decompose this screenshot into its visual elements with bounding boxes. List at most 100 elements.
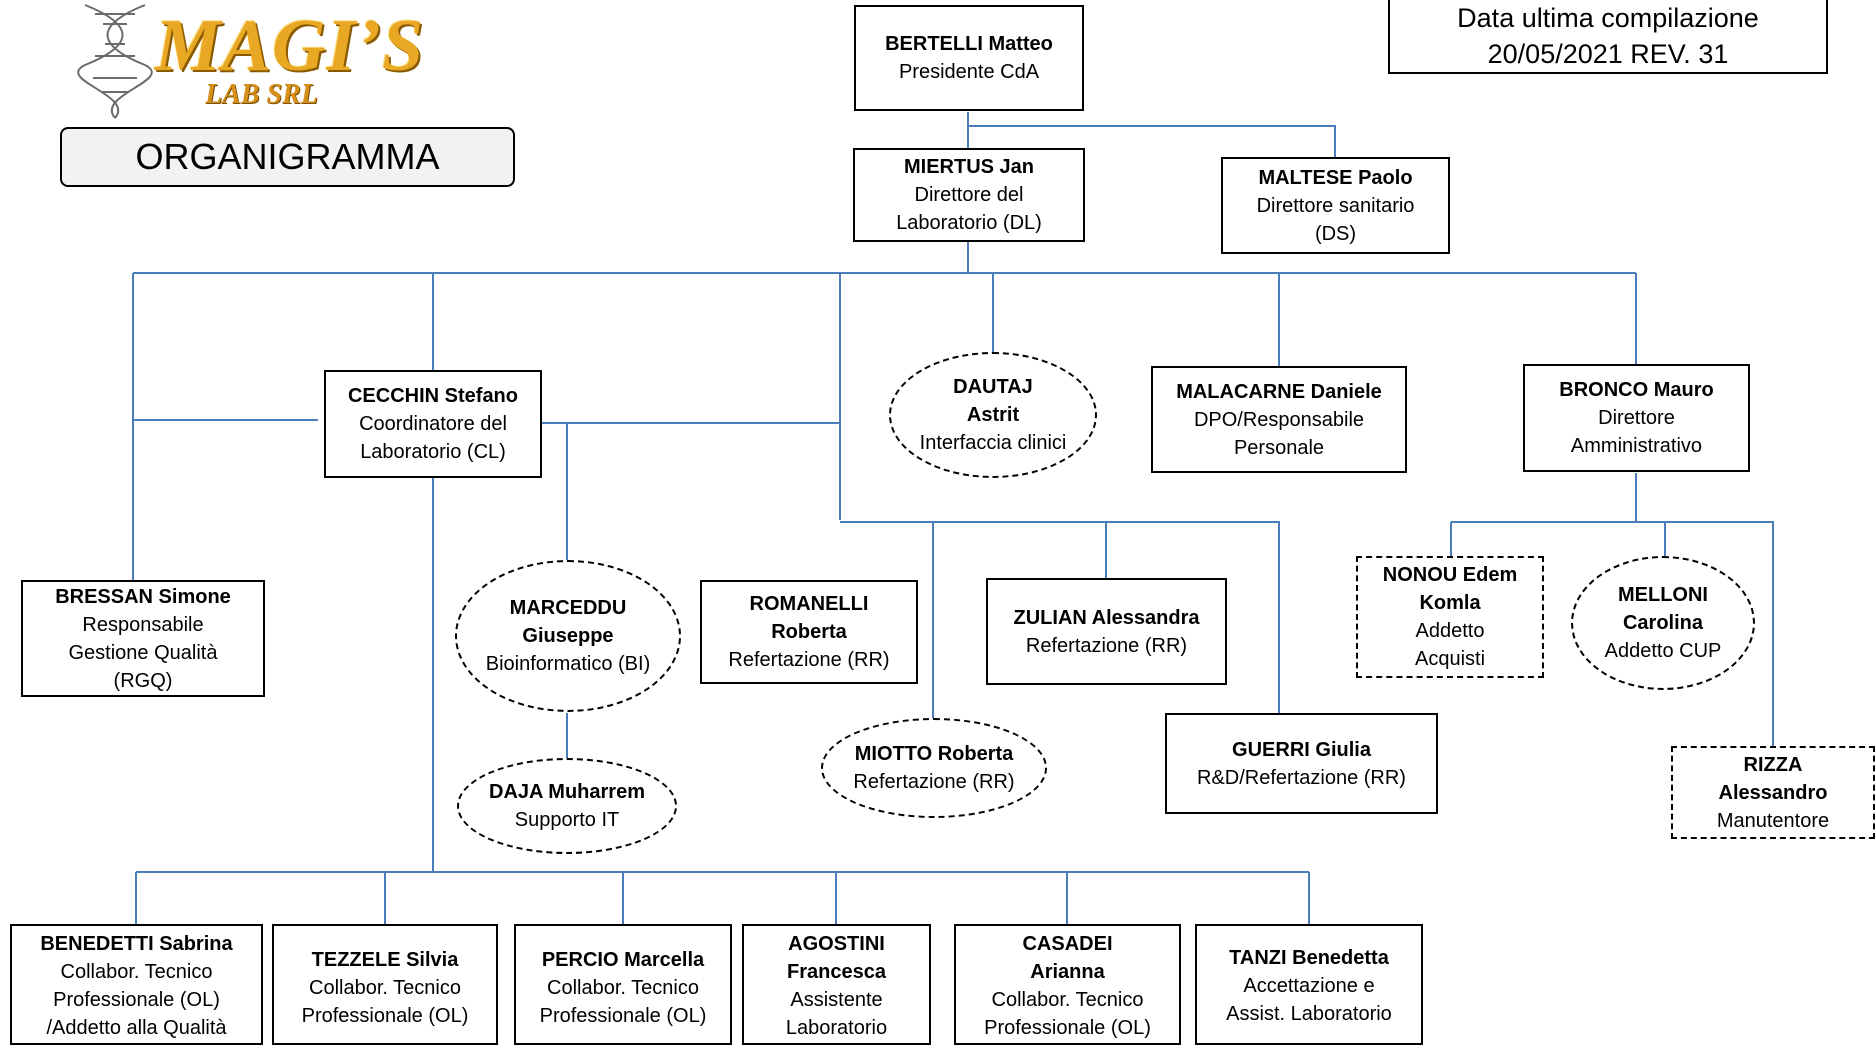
node-name: MELLONI: [1618, 584, 1708, 606]
node-name: GUERRI Giulia: [1232, 738, 1371, 761]
node-role: Collabor. Tecnico: [547, 977, 699, 999]
node-role: Acquisti: [1414, 648, 1486, 670]
node-role: Responsabile: [82, 613, 204, 636]
node-miertus: MIERTUS Jan Direttore del Laboratorio (D…: [853, 148, 1085, 242]
node-role: Amministrativo: [1570, 435, 1703, 457]
node-tanzi: TANZI Benedetta Accettazione e Assist. L…: [1195, 924, 1423, 1045]
node-guerri: GUERRI Giulia R&D/Refertazione (RR): [1165, 713, 1438, 814]
node-role: Personale: [1233, 436, 1325, 459]
node-role: R&D/Refertazione (RR): [1197, 766, 1406, 789]
node-role: Addetto: [1415, 620, 1485, 642]
node-role: Assistente: [790, 989, 883, 1011]
node-name: TEZZELE Silvia: [311, 949, 459, 971]
node-role: Direttore: [1598, 407, 1675, 429]
node-role: (DS): [1314, 222, 1357, 245]
node-dautaj: DAUTAJ Astrit Interfaccia clinici: [889, 352, 1097, 478]
node-name: Roberta: [771, 621, 847, 643]
node-name: BERTELLI Matteo: [885, 33, 1053, 55]
date-label: Data ultima compilazione: [1457, 3, 1759, 33]
node-role: DPO/Responsabile: [1193, 408, 1365, 431]
node-role: Refertazione (RR): [853, 771, 1015, 793]
node-nonou: NONOU Edem Komla Addetto Acquisti: [1356, 556, 1544, 678]
node-name: MIERTUS Jan: [903, 156, 1035, 178]
node-name: MALACARNE Daniele: [1176, 380, 1382, 403]
node-melloni: MELLONI Carolina Addetto CUP: [1571, 556, 1755, 690]
node-role: Direttore del: [914, 184, 1024, 206]
node-name: BRESSAN Simone: [55, 585, 231, 608]
node-role: Professionale (OL): [301, 1005, 469, 1027]
node-romanelli: ROMANELLI Roberta Refertazione (RR): [700, 580, 918, 684]
node-name: BRONCO Mauro: [1559, 379, 1714, 401]
node-zulian: ZULIAN Alessandra Refertazione (RR): [986, 578, 1227, 685]
node-name: MIOTTO Roberta: [854, 743, 1014, 765]
node-name: Giuseppe: [522, 625, 614, 647]
node-daja: DAJA Muharrem Supporto IT: [457, 758, 677, 854]
node-name: Astrit: [966, 404, 1020, 426]
node-benedetti: BENEDETTI Sabrina Collabor. Tecnico Prof…: [10, 924, 263, 1045]
node-role: Direttore sanitario: [1256, 194, 1415, 217]
node-casadei: CASADEI Arianna Collabor. Tecnico Profes…: [954, 924, 1181, 1045]
node-role: /Addetto alla Qualità: [46, 1017, 227, 1039]
node-name: CECCHIN Stefano: [347, 385, 518, 407]
node-role: Collabor. Tecnico: [60, 961, 213, 983]
node-role: Manutentore: [1716, 809, 1830, 832]
node-name: MALTESE Paolo: [1258, 166, 1413, 189]
node-percio: PERCIO Marcella Collabor. Tecnico Profes…: [514, 924, 732, 1045]
revision-box: Data ultima compilazione 20/05/2021 REV.…: [1388, 0, 1828, 74]
node-role: (RGQ): [113, 669, 173, 692]
node-role: Collabor. Tecnico: [309, 977, 461, 999]
node-role: Assist. Laboratorio: [1226, 1003, 1392, 1025]
node-name: DAJA Muharrem: [489, 781, 645, 803]
node-name: ROMANELLI: [749, 593, 869, 615]
node-name: CASADEI: [1022, 933, 1113, 955]
node-name: RIZZA: [1743, 753, 1803, 776]
node-name: Alessandro: [1718, 781, 1828, 804]
node-miotto: MIOTTO Roberta Refertazione (RR): [821, 718, 1047, 818]
node-role: Gestione Qualità: [68, 641, 218, 664]
company-logo: MAGI’S LAB SRL: [75, 0, 455, 120]
node-malacarne: MALACARNE Daniele DPO/Responsabile Perso…: [1151, 366, 1407, 473]
node-role: Laboratorio (DL): [896, 212, 1042, 234]
node-bressan: BRESSAN Simone Responsabile Gestione Qua…: [21, 580, 265, 697]
node-bertelli: BERTELLI Matteo Presidente CdA: [854, 5, 1084, 111]
node-tezzele: TEZZELE Silvia Collabor. Tecnico Profess…: [272, 924, 498, 1045]
node-maltese: MALTESE Paolo Direttore sanitario (DS): [1221, 157, 1450, 254]
node-role: Coordinatore del: [359, 413, 507, 435]
node-name: BENEDETTI Sabrina: [40, 933, 233, 955]
node-name: NONOU Edem: [1382, 564, 1518, 586]
node-role: Professionale (OL): [539, 1005, 707, 1027]
node-name: Francesca: [787, 961, 886, 983]
node-name: TANZI Benedetta: [1229, 947, 1389, 969]
node-role: Interfaccia clinici: [919, 432, 1067, 454]
page-title: ORGANIGRAMMA: [60, 127, 515, 187]
node-role: Professionale (OL): [984, 1017, 1151, 1039]
node-role: Laboratorio (CL): [360, 441, 506, 463]
node-marceddu: MARCEDDU Giuseppe Bioinformatico (BI): [455, 560, 681, 712]
node-role: Bioinformatico (BI): [485, 653, 651, 675]
node-rizza: RIZZA Alessandro Manutentore: [1671, 746, 1875, 839]
node-role: Collabor. Tecnico: [991, 989, 1144, 1011]
logo-subtitle: LAB SRL: [205, 79, 318, 110]
node-bronco: BRONCO Mauro Direttore Amministrativo: [1523, 364, 1750, 472]
dna-helix-icon: [77, 4, 153, 119]
node-name: DAUTAJ: [953, 376, 1033, 398]
node-role: Refertazione (RR): [1025, 634, 1188, 657]
node-role: Supporto IT: [514, 809, 620, 831]
node-name: ZULIAN Alessandra: [1013, 606, 1200, 629]
node-role: Addetto CUP: [1604, 640, 1722, 662]
node-agostini: AGOSTINI Francesca Assistente Laboratori…: [742, 924, 931, 1045]
node-name: Komla: [1419, 592, 1481, 614]
node-name: Carolina: [1622, 612, 1704, 634]
node-role: Presidente CdA: [898, 61, 1040, 83]
logo-title: MAGI’S: [155, 5, 425, 87]
node-name: MARCEDDU: [509, 597, 627, 619]
node-role: Laboratorio: [785, 1017, 888, 1039]
node-cecchin: CECCHIN Stefano Coordinatore del Laborat…: [324, 370, 542, 478]
node-name: PERCIO Marcella: [541, 949, 705, 971]
node-name: Arianna: [1030, 961, 1105, 983]
node-role: Professionale (OL): [53, 989, 220, 1011]
date-value: 20/05/2021 REV. 31: [1487, 39, 1729, 69]
node-role: Refertazione (RR): [728, 649, 890, 671]
node-name: AGOSTINI: [788, 933, 885, 955]
